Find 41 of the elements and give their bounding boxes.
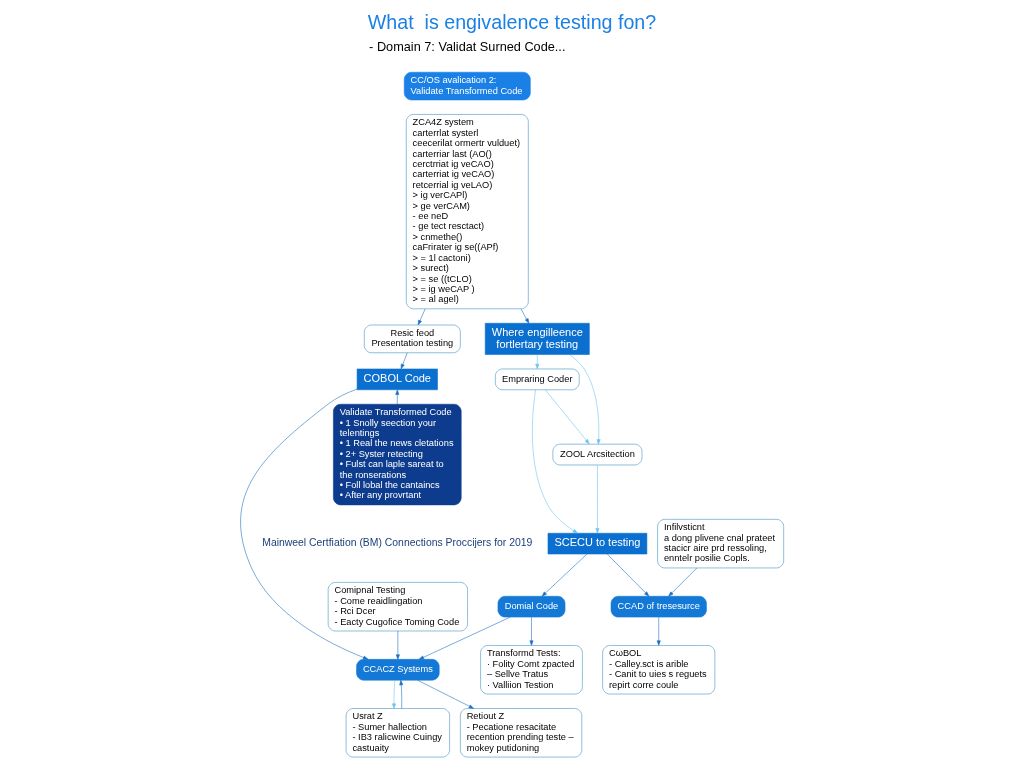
node-box: Infilvsticnt a dong plivene cnal prateet stacicr aire prd ressoling, enntelr posilie Copls.	[657, 519, 784, 569]
arrow	[418, 616, 511, 660]
arrow	[535, 354, 540, 370]
arrow	[532, 389, 578, 534]
diagram-title: What is engivalence testing fon?	[367, 10, 657, 33]
node-box: CC/OS avalication 2: Validate Transformed Code	[403, 71, 531, 101]
arrow	[569, 354, 601, 445]
node-box: Comipnal Testing - Come reaidlingation - Rci Dcer - Eacty Cugofice Toming Code	[327, 582, 468, 632]
arrow	[545, 389, 590, 445]
arrow	[399, 680, 404, 709]
node-box: COBOL Code	[356, 368, 438, 391]
node-box: ZCA4Z system carterrlat systerl ceecerilat ormertr vulduet) carterriar last (AO() cerctrriat ig veCAO) carterriat ig veCAO) retcerrial ig veLAO) > ig verCAPl) > ge verCAM) - ee neD - ge tect resctact) > cnmethe() caFrirater ig se((APf) > = 1l cactoni) > surect) > = se ((tCLO) > = ig weCAP ) > = al agel)	[405, 114, 529, 310]
node-box: CωBOL - Calley.sct is arible - Canit to uies s reguets repirt corre coule	[602, 645, 716, 695]
arrow	[520, 308, 530, 324]
node-box: Where engilleence fortlertary testing	[484, 322, 590, 355]
node-box: CCACZ Systems	[356, 659, 440, 681]
arrow	[392, 680, 396, 709]
node-box: Retiout Z - Pecatione resacitate recention prending teste – mokey putidoning	[460, 708, 583, 758]
arrow	[595, 464, 600, 534]
arrow	[541, 553, 588, 597]
node-box: Empraring Coder	[495, 368, 580, 391]
label: - Domain 7: Validat Surned Code...	[369, 38, 566, 54]
node-box: Resic feod Presentation testing	[364, 324, 461, 354]
arrow	[656, 616, 661, 646]
arrow	[417, 308, 426, 326]
arrow	[529, 616, 534, 646]
arrow	[417, 680, 474, 709]
arrow	[400, 352, 408, 370]
node-box: Domial Code	[497, 596, 566, 618]
node-box: CCAD of tresesurce	[610, 596, 707, 618]
arrow	[395, 630, 400, 660]
arrow	[240, 388, 369, 660]
node-box: Transformd Tests: · Folity Comt zpacted – Sellve Tratus · Valliion Testion	[480, 645, 583, 695]
arrow	[395, 389, 400, 405]
node-box: SCECU to testing	[547, 532, 648, 555]
arrow	[668, 567, 698, 597]
caption: Mainweel Certfiation (BM) Connections Proccijers for 2019	[262, 537, 533, 549]
node-box: ZOOL Arcsitection	[552, 443, 643, 466]
node-box: Validate Transformed Code • 1 Snolly seection your telentings • 1 Real the news cletations • 2+ Syster retecting • Fulst can laple sareat to the ronserations • Foll lobal the cantaincs • After any provrtant	[333, 403, 462, 506]
arrow	[607, 553, 650, 597]
node-box: Usrat Z - Sumer hallection - IB3 ralicwine Cuingy castuaity	[345, 708, 450, 758]
